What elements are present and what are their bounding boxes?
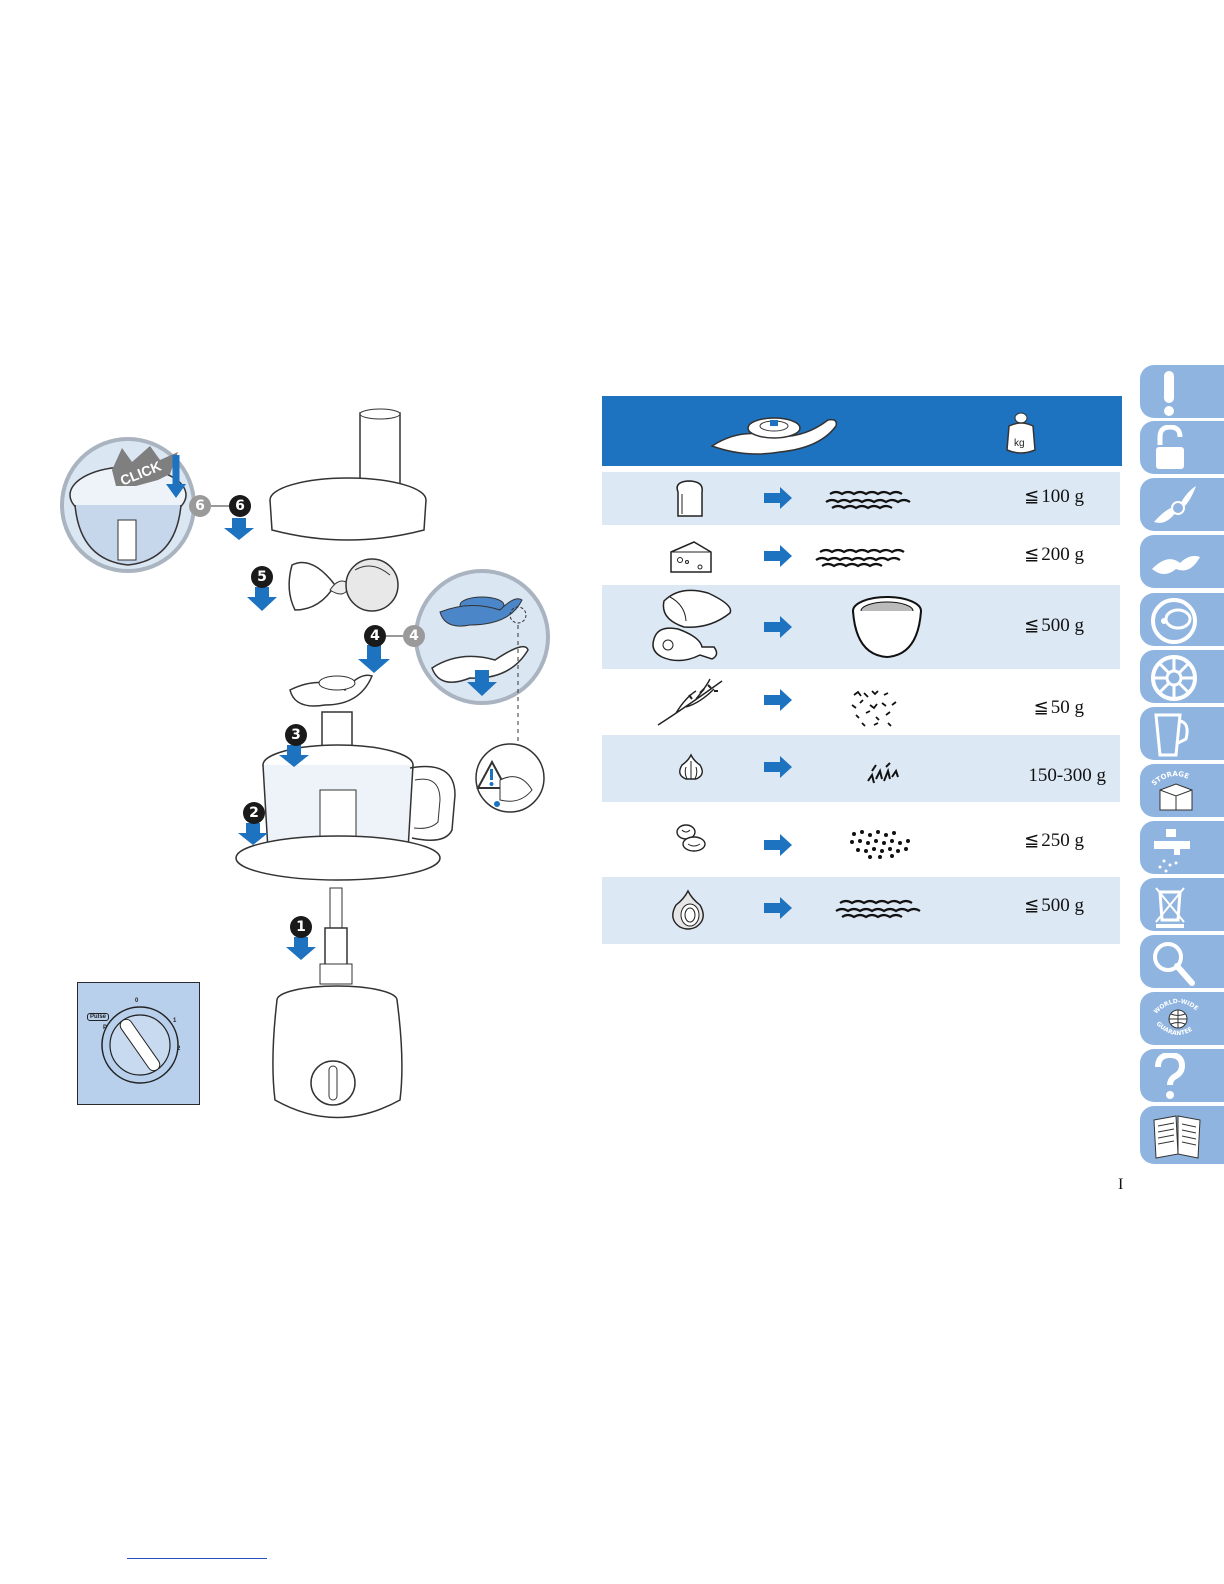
chopped-nuts-icon xyxy=(848,826,918,860)
arrow-icon xyxy=(764,545,794,567)
minced-bowl-icon xyxy=(850,593,924,661)
chopped-pieces-icon xyxy=(814,544,914,570)
svg-text:STORAGE: STORAGE xyxy=(1150,770,1190,788)
step-4-badge: 4 xyxy=(364,625,386,647)
tab-questions[interactable] xyxy=(1140,1049,1224,1102)
step-4-badge-detail: 4 xyxy=(403,625,425,647)
onion-icon xyxy=(668,889,708,931)
tab-cleaning[interactable] xyxy=(1140,821,1224,874)
storage-icon: STORAGE xyxy=(1146,764,1206,816)
kg-label: kg xyxy=(1014,438,1025,449)
tab-safety[interactable] xyxy=(1140,365,1224,418)
tab-jug[interactable] xyxy=(1140,707,1224,760)
step-1-badge: 1 xyxy=(290,916,312,938)
dial-label-pulse: Pulse xyxy=(87,1013,109,1021)
tab-unlock[interactable] xyxy=(1140,421,1224,474)
tab-disc[interactable] xyxy=(1140,593,1224,646)
tab-storage[interactable]: STORAGE xyxy=(1140,764,1224,817)
nuts-icon xyxy=(674,822,708,856)
tab-kneading[interactable] xyxy=(1140,535,1224,588)
amount-cheese: ≦200 g xyxy=(1024,544,1084,566)
quantities-table: kg ≦100 g ≦200 g xyxy=(602,396,1122,466)
tab-manual[interactable] xyxy=(1140,1106,1224,1164)
book-icon xyxy=(1150,1110,1206,1162)
unlock-icon xyxy=(1150,425,1190,473)
dial-label-0: 0 xyxy=(135,998,138,1004)
chopped-garlic-icon xyxy=(864,759,904,787)
table-row: ≦100 g xyxy=(602,472,1120,525)
page-number: I xyxy=(1118,1176,1123,1194)
step-6-badge-detail: 6 xyxy=(189,495,211,517)
chopping-blade-icon xyxy=(710,406,840,458)
speed-dial-detail: Pulse 0 1 2 P xyxy=(77,982,200,1105)
drive-shaft-illustration xyxy=(320,888,352,984)
meat-icon xyxy=(650,587,736,667)
arrow-icon xyxy=(764,689,794,711)
disc-icon xyxy=(1150,597,1198,645)
exclamation-icon xyxy=(1150,369,1190,417)
onion-pieces-illustration xyxy=(289,559,398,611)
motor-base-illustration xyxy=(273,986,402,1118)
step-6-badge: 6 xyxy=(229,495,251,517)
step-3-badge: 3 xyxy=(285,724,307,746)
tap-icon xyxy=(1150,825,1198,873)
dial-drawing xyxy=(78,983,199,1104)
step-2-badge: 2 xyxy=(243,802,265,824)
amount-meat: ≦500 g xyxy=(1024,615,1084,637)
table-header: kg xyxy=(602,396,1122,466)
dial-label-2: 2 xyxy=(177,1046,180,1052)
cheese-icon xyxy=(668,538,714,576)
chopped-herbs-icon xyxy=(848,687,904,729)
table-row: ≦250 g xyxy=(602,806,1120,871)
amount-bread: ≦100 g xyxy=(1024,486,1084,508)
question-icon xyxy=(1150,1053,1190,1101)
bowl-illustration xyxy=(236,745,455,880)
table-row: ≦200 g xyxy=(602,530,1120,583)
weight-kg-icon xyxy=(1006,410,1036,456)
table-row: ≦50 g xyxy=(602,673,1120,733)
magnifier-icon xyxy=(1150,939,1198,987)
disposal-icon xyxy=(1150,882,1194,930)
arrow-icon xyxy=(764,487,794,509)
arrow-icon xyxy=(764,616,794,638)
arrow-icon xyxy=(764,897,794,919)
footer-line xyxy=(127,1558,267,1559)
amount-herbs: ≦50 g xyxy=(1034,697,1084,719)
dial-label-p: P xyxy=(103,1025,107,1031)
dial-label-1: 1 xyxy=(173,1018,176,1024)
herbs-icon xyxy=(656,677,726,727)
table-row: 150-300 g xyxy=(602,735,1120,802)
arrow-icon xyxy=(764,756,794,778)
emulsifying-disc-icon xyxy=(1150,654,1198,702)
tab-emulsifying-disc[interactable] xyxy=(1140,650,1224,703)
kneading-tool-icon xyxy=(1150,539,1202,587)
amount-nuts: ≦250 g xyxy=(1024,830,1084,852)
garlic-icon xyxy=(676,753,706,781)
globe-icon: WORLD-WIDE GUARANTEE xyxy=(1148,992,1208,1044)
click-detail xyxy=(62,439,194,571)
tab-disposal[interactable] xyxy=(1140,878,1224,931)
tab-guarantee[interactable]: WORLD-WIDE GUARANTEE xyxy=(1140,992,1224,1045)
step-5-badge: 5 xyxy=(251,566,273,588)
storage-label: STORAGE xyxy=(1150,770,1190,788)
lid-illustration xyxy=(270,409,426,540)
amount-onion: ≦500 g xyxy=(1024,895,1084,917)
tab-troubleshooting[interactable] xyxy=(1140,935,1224,988)
table-row: ≦500 g xyxy=(602,585,1120,669)
chopped-pieces-icon xyxy=(834,895,930,921)
jug-icon xyxy=(1150,711,1194,759)
bread-icon xyxy=(672,478,708,520)
tab-blade[interactable] xyxy=(1140,478,1224,531)
arrow-icon xyxy=(764,834,794,856)
table-row: ≦500 g xyxy=(602,877,1120,944)
chopped-pieces-icon xyxy=(824,486,920,512)
warning-detail xyxy=(476,744,544,812)
amount-garlic: 150-300 g xyxy=(1028,765,1106,787)
blade-icon xyxy=(1150,482,1198,530)
